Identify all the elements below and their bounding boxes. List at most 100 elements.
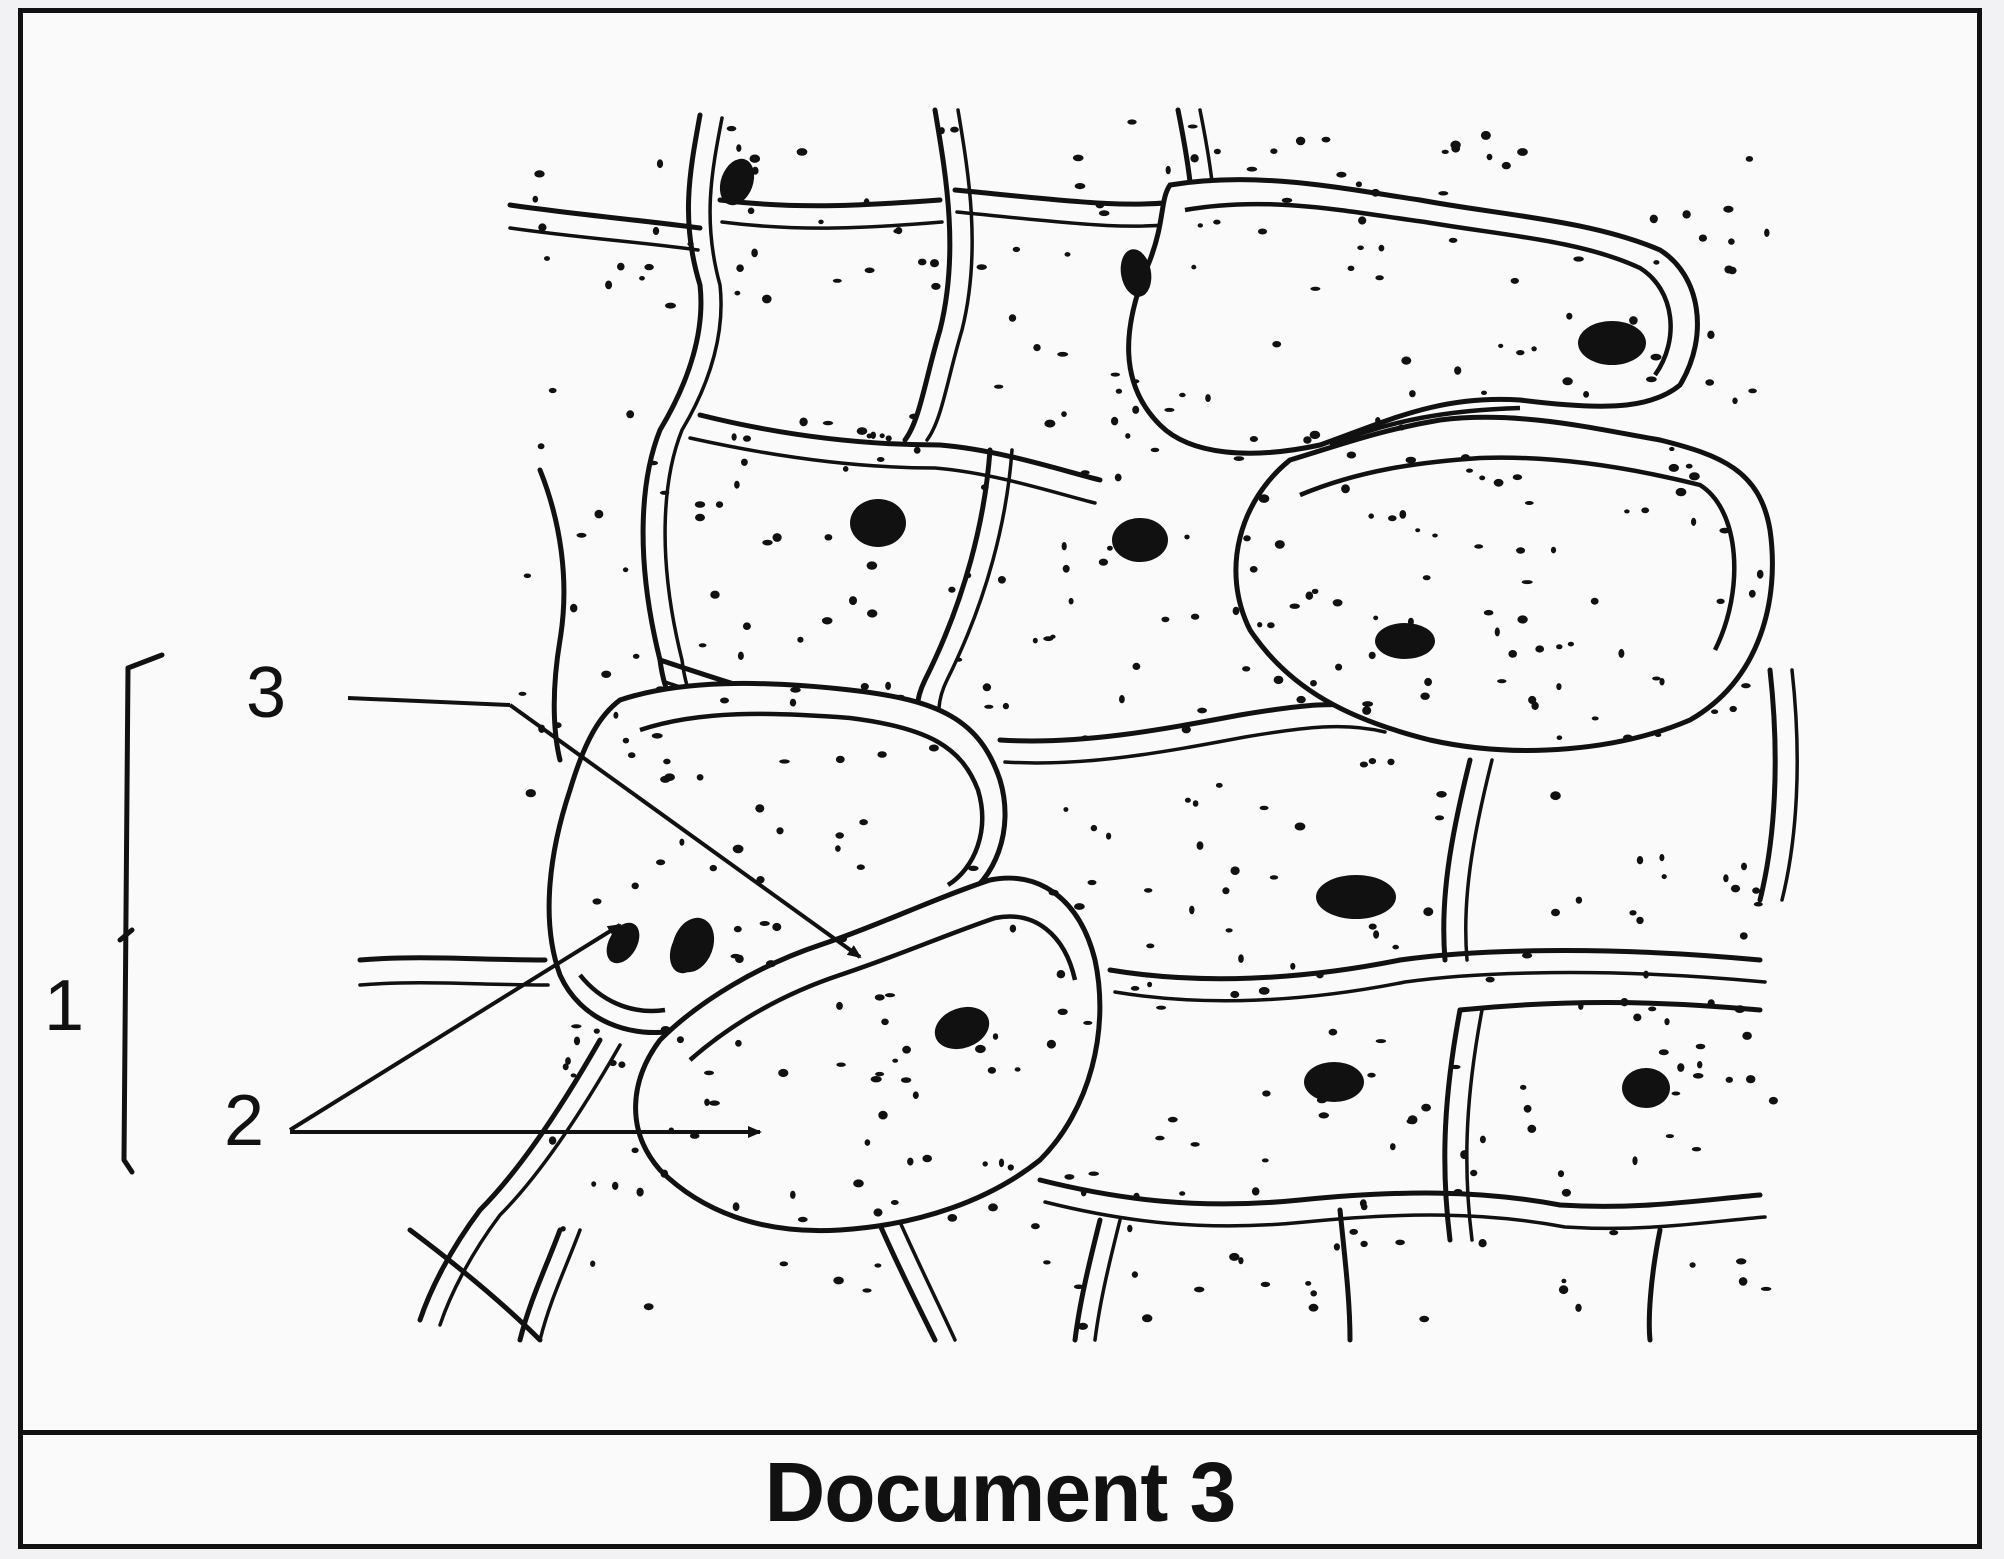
granule-dot [605, 281, 612, 290]
granule-dot [1551, 909, 1560, 916]
granule-dot [736, 264, 744, 272]
granule-dot [1127, 1225, 1132, 1233]
granule-dot [1282, 198, 1293, 203]
granule-dot [1461, 454, 1470, 461]
granule-dot [1734, 1005, 1745, 1013]
granule-dot [1358, 216, 1366, 224]
granule-dot [1013, 247, 1020, 252]
granule-dot [1368, 513, 1374, 518]
granule-dot [623, 738, 629, 744]
granule-dot [1387, 759, 1394, 766]
granule-dot [637, 1188, 644, 1197]
granule-dot [892, 1059, 898, 1063]
granule-dot [1576, 897, 1582, 904]
granule-dot [1107, 546, 1113, 551]
granule-dot [950, 127, 959, 133]
granule-dot [983, 683, 991, 691]
granule-dot [1198, 223, 1203, 227]
granule-dot [1008, 1164, 1014, 1170]
granule-dot [1226, 928, 1233, 932]
granule-dot [733, 845, 744, 854]
granule-dot [1290, 963, 1295, 970]
granule-dot [544, 256, 550, 261]
granule-dot [1250, 436, 1258, 442]
granule-dot [695, 514, 705, 522]
granule-dot [1197, 841, 1204, 850]
granule-dot [678, 929, 683, 936]
granule-dot [648, 461, 658, 466]
granule-dot [534, 170, 544, 177]
granule-dot [735, 955, 744, 963]
granule-dot [1423, 575, 1431, 580]
granule-dot [1095, 201, 1104, 208]
granule-dot [591, 1181, 596, 1187]
granule-dot [857, 427, 868, 435]
granule-dot [968, 866, 979, 871]
granule-dot [948, 1214, 958, 1222]
granule-dot [1194, 1287, 1204, 1293]
granule-dot [1559, 1285, 1568, 1294]
granule-dot [1522, 580, 1533, 584]
granule-dot [998, 576, 1006, 584]
granule-dot [1069, 598, 1074, 605]
granule-dot [778, 1069, 788, 1077]
granule-dot [1065, 252, 1071, 257]
granule-dot [653, 227, 659, 235]
granule-dot [533, 196, 539, 203]
granule-dot [1303, 436, 1311, 443]
granule-dot [1669, 447, 1674, 451]
granule-dot [922, 1155, 932, 1162]
granule-dot [1310, 680, 1317, 686]
granule-dot [1376, 1039, 1386, 1043]
granule-dot [1296, 137, 1305, 146]
granule-dot [1191, 265, 1196, 270]
granule-dot [1705, 379, 1714, 385]
granule-dot [626, 410, 634, 418]
granule-dot [1222, 887, 1229, 894]
granule-dot [939, 127, 945, 134]
granule-dot [1003, 703, 1009, 709]
granule-dot [929, 745, 939, 752]
granule-dot [1250, 566, 1258, 573]
granule-dot [1662, 874, 1667, 879]
granule-dot [1517, 615, 1527, 623]
granule-dot [1062, 542, 1067, 550]
granule-dot [907, 1158, 913, 1166]
granule-dot [1369, 758, 1376, 764]
granule-dot [734, 926, 742, 932]
granule-dot [1655, 733, 1661, 737]
granule-dot [1229, 1253, 1239, 1261]
granule-dot [931, 283, 940, 290]
granule-dot [1677, 1063, 1684, 1072]
granule-dot [1498, 344, 1503, 348]
granule-dot [1356, 181, 1362, 187]
granule-dot [835, 845, 841, 852]
granule-dot [1142, 1314, 1152, 1322]
granule-dot [613, 712, 618, 719]
granule-dot [1189, 906, 1194, 915]
granule-dot [1259, 987, 1270, 995]
label-3: 3 [246, 653, 286, 733]
granule-dot [790, 1191, 796, 1199]
granule-dot [886, 435, 892, 441]
granule-dot [1741, 683, 1751, 688]
granule-dot [1629, 316, 1638, 325]
granule-dot [762, 540, 772, 546]
granule-dot [736, 144, 741, 152]
granule-dot [1193, 800, 1199, 807]
granule-dot [1296, 696, 1305, 703]
granule-dot [1099, 210, 1110, 216]
granule-dot [993, 1033, 998, 1040]
granule-dot [1033, 638, 1038, 644]
granule-dot [1726, 1077, 1733, 1083]
granule-dot [538, 443, 545, 449]
granule-dot [1728, 238, 1735, 244]
granule-dot [1338, 436, 1344, 440]
granule-dot [1659, 1049, 1669, 1055]
granule-dot [881, 1019, 889, 1026]
granule-dot [779, 759, 790, 763]
granule-dot [790, 687, 801, 693]
granule-dot [1583, 391, 1589, 398]
granule-dot [1063, 807, 1068, 812]
granule-dot [1357, 246, 1364, 251]
